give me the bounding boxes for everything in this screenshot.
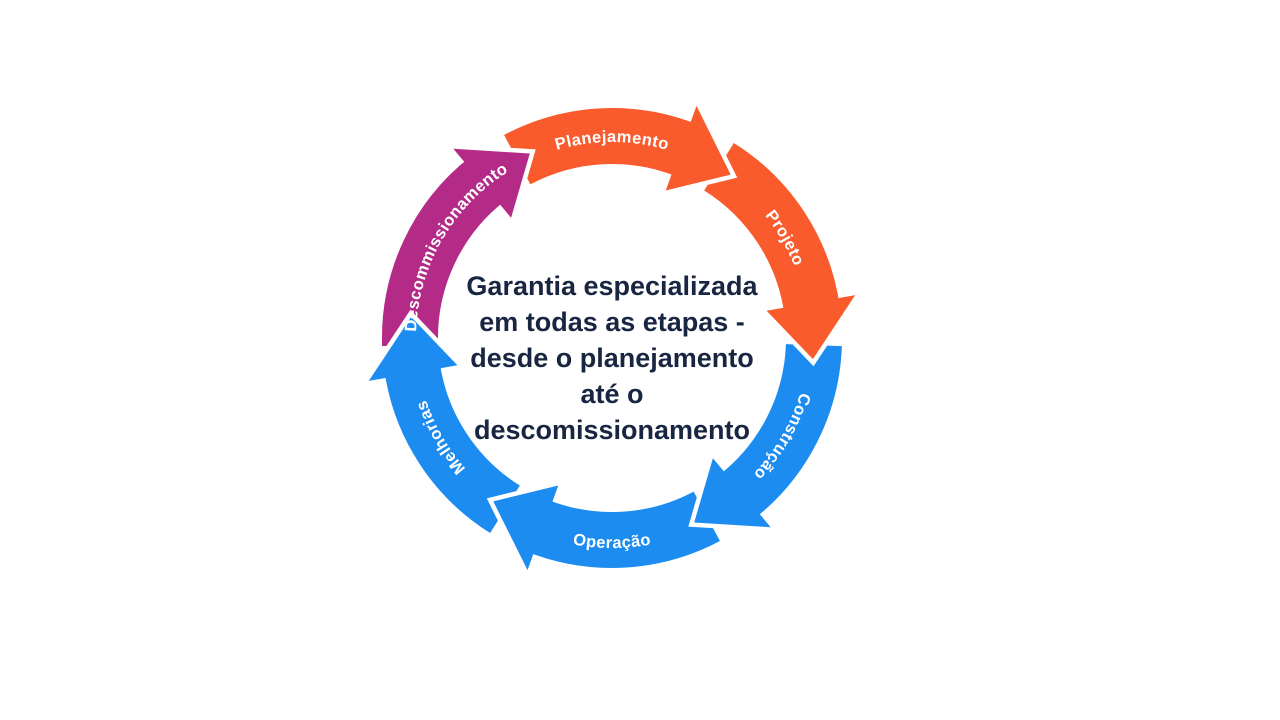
segment-construcao-arrowhead (694, 458, 771, 528)
center-message-line: em todas as etapas - (479, 307, 745, 337)
segment-construcao-body (718, 343, 842, 520)
segment-melhorias-body (384, 361, 521, 534)
segment-planejamento-arrowhead (665, 105, 731, 191)
center-message-line: Garantia especializada (466, 271, 758, 301)
segment-melhorias-arrowhead (368, 316, 458, 381)
segment-projeto-arrowhead (766, 295, 856, 360)
center-message-line: descomissionamento (473, 415, 751, 445)
segment-operacao-label: Operação (572, 531, 652, 553)
center-message: Garantia especializada em todas as etapa… (442, 268, 782, 448)
segment-operacao-arrowhead (493, 485, 559, 571)
segment-planejamento-body (504, 108, 699, 185)
segment-descommissionamento-arrowhead (453, 148, 530, 218)
segment-projeto-body (703, 142, 840, 315)
center-message-line: até o (580, 379, 644, 409)
center-message-line: desde o planejamento (470, 343, 754, 373)
segment-operacao-body (525, 491, 720, 568)
